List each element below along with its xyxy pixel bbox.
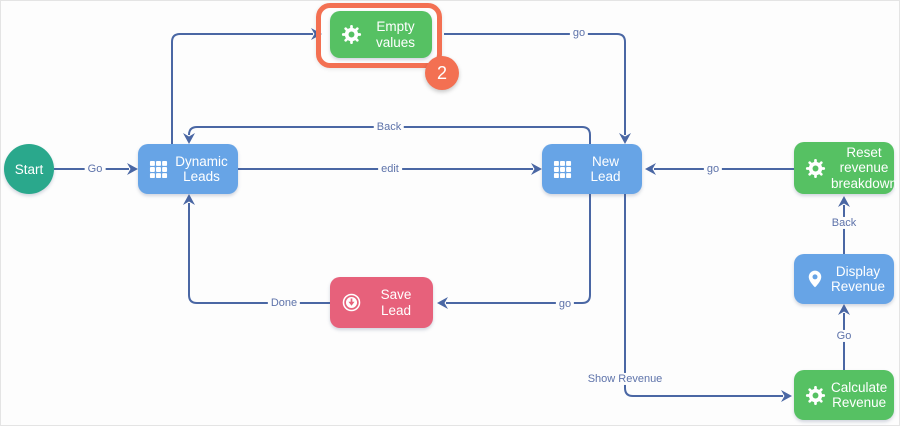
node-new-lead[interactable]: New Lead: [542, 144, 642, 194]
highlight-box: [316, 3, 442, 68]
edge-empty-values-to-new-lead[interactable]: [444, 33, 631, 144]
edge-label-go-top[interactable]: go: [569, 26, 589, 40]
edge-new-lead-to-calculate-revenue[interactable]: [624, 194, 792, 402]
node-calculate-revenue[interactable]: Calculate Revenue: [794, 370, 894, 420]
edge-label-go-reset[interactable]: go: [703, 162, 723, 176]
gear-icon: [341, 24, 362, 45]
edge-save-lead-to-dynamic-leads[interactable]: [183, 194, 330, 304]
gear-icon: [805, 385, 826, 406]
edge-new-lead-to-save-lead[interactable]: [437, 194, 591, 309]
node-label: New Lead: [590, 153, 621, 184]
node-start[interactable]: Start: [4, 144, 54, 194]
node-save-lead[interactable]: Save Lead: [330, 277, 433, 328]
start-label: Start: [14, 161, 44, 177]
node-label: Dynamic Leads: [175, 153, 228, 184]
edge-reset-revenue-breakdown-to-new-lead[interactable]: [645, 163, 794, 175]
edge-display-revenue-to-reset-revenue-breakdown[interactable]: [838, 196, 850, 254]
node-label: Empty values: [375, 19, 416, 50]
edge-label-edit[interactable]: edit: [378, 162, 402, 176]
edge-label-go-right[interactable]: Go: [833, 329, 855, 343]
save-download-icon: [341, 292, 362, 313]
edge-new-lead-to-dynamic-leads[interactable]: [183, 126, 591, 144]
node-display-revenue[interactable]: Display Revenue: [794, 254, 894, 304]
step-badge: 2: [425, 56, 459, 90]
node-empty-values[interactable]: Empty values: [330, 11, 432, 58]
node-label: Display Revenue: [830, 263, 886, 294]
edge-label-done[interactable]: Done: [267, 296, 301, 310]
node-reset-revenue-breakdown[interactable]: Reset revenue breakdown: [794, 142, 897, 194]
grid-icon: [149, 160, 168, 179]
edge-label-go-save[interactable]: go: [555, 297, 575, 311]
node-label: Calculate Revenue: [831, 379, 888, 410]
grid-icon: [553, 160, 572, 179]
edge-label-go-start[interactable]: Go: [84, 162, 106, 176]
map-pin-icon: [805, 269, 825, 289]
node-dynamic-leads[interactable]: Dynamic Leads: [138, 144, 238, 194]
edge-label-back-right[interactable]: Back: [828, 216, 860, 230]
node-label: Save Lead: [380, 287, 412, 318]
gear-icon: [805, 158, 826, 179]
node-label: Reset revenue breakdown: [831, 145, 898, 191]
edge-label-show-revenue[interactable]: Show Revenue: [584, 372, 666, 386]
edge-label-back-top[interactable]: Back: [373, 120, 405, 134]
